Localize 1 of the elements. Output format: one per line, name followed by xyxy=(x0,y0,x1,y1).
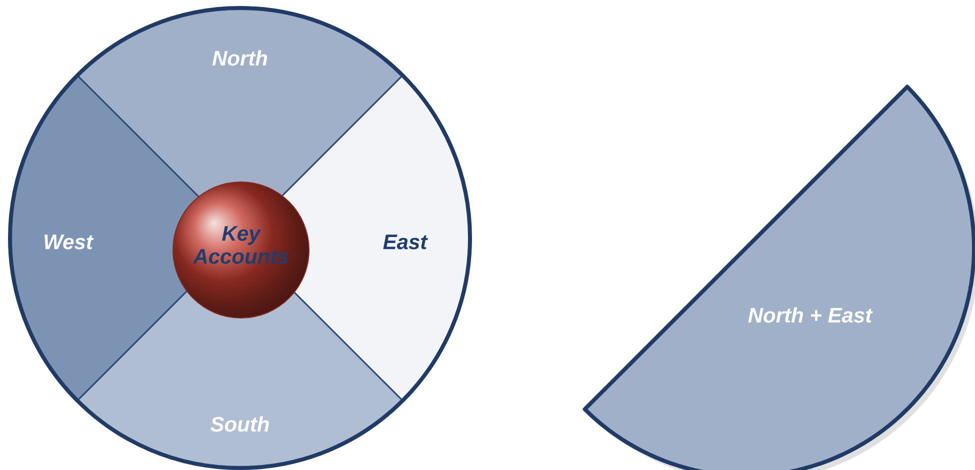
half-disc: North + East xyxy=(582,84,975,470)
